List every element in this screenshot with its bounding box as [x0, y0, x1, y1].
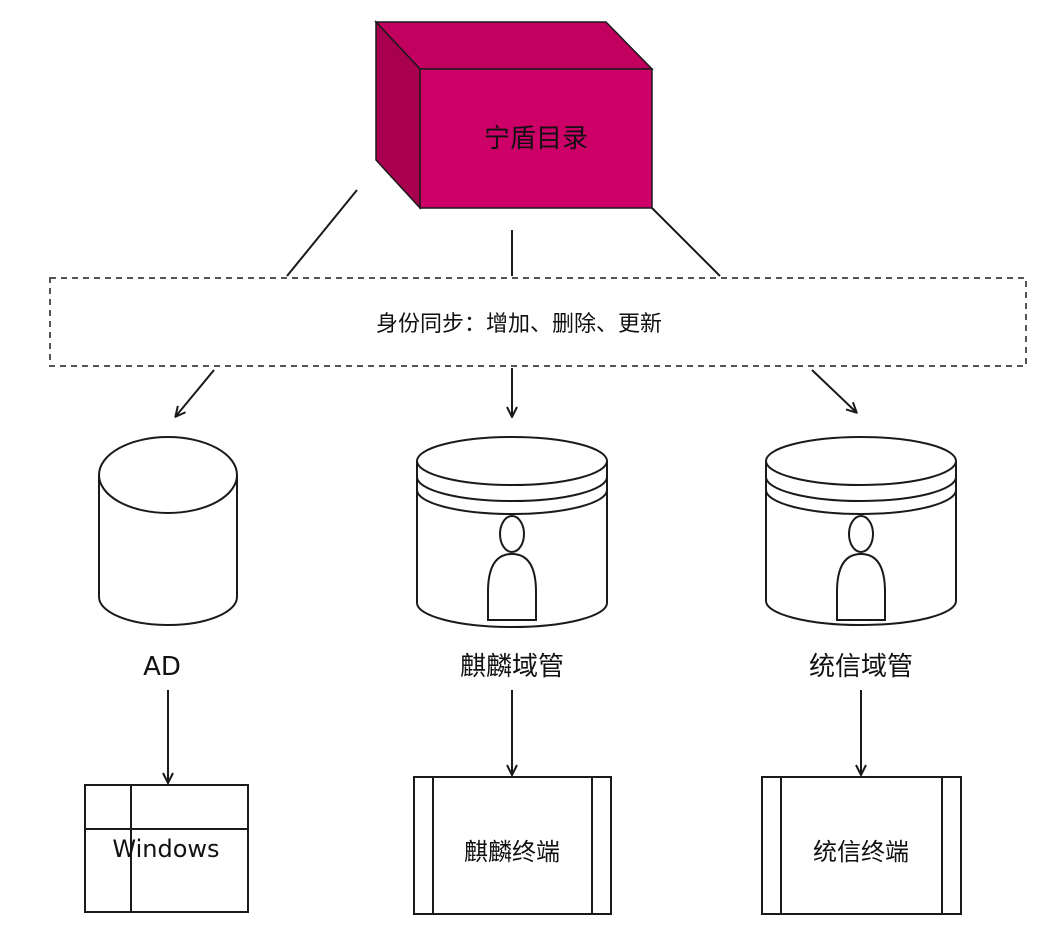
cylinder-top [765, 436, 957, 486]
windows-label: Windows [112, 835, 219, 863]
user-icon [836, 515, 886, 621]
uos-domain-label: 统信域管 [809, 652, 913, 682]
top-node-ningdun-directory: 宁盾目录 [374, 20, 654, 210]
box-front-face [419, 68, 653, 209]
sync-band-border [49, 277, 1027, 367]
cylinder-top [416, 436, 608, 486]
sync-band-label: 身份同步：增加、删除、更新 [376, 312, 662, 337]
ad-label: AD [143, 652, 181, 682]
connector-left [286, 189, 358, 277]
database-cylinder-icon [98, 475, 238, 626]
uos-terminal-label: 统信终端 [813, 838, 909, 866]
cylinder-top [98, 436, 238, 514]
box-to-sync-lines [286, 189, 721, 277]
cylinder-ring [416, 476, 608, 502]
process-box-icon [761, 776, 962, 915]
cylinder-ring [765, 489, 957, 515]
process-box-icon [413, 776, 612, 915]
window-grid-icon [84, 784, 249, 913]
connector-right [651, 207, 721, 277]
uos-domain-database: 统信域管 [765, 436, 957, 682]
arrow-to-ad [176, 369, 215, 416]
directory-to-endpoint-arrows [168, 690, 861, 782]
box-top-face [374, 21, 654, 70]
sync-band: 身份同步：增加、删除、更新 [49, 277, 1027, 367]
ad-database: AD [98, 436, 238, 682]
windows-endpoint: Windows [84, 784, 249, 913]
cylinder-ring [416, 489, 608, 515]
kylin-terminal: 麒麟终端 [413, 776, 612, 915]
kylin-terminal-label: 麒麟终端 [464, 838, 560, 866]
top-node-label: 宁盾目录 [484, 124, 588, 154]
uos-terminal: 统信终端 [761, 776, 962, 915]
kylin-domain-label: 麒麟域管 [460, 652, 564, 682]
kylin-domain-database: 麒麟域管 [416, 436, 608, 682]
cylinder-ring [765, 476, 957, 502]
arrow-to-uos-domain [811, 369, 856, 412]
sync-to-directory-arrows [176, 368, 856, 416]
user-icon [487, 515, 537, 621]
